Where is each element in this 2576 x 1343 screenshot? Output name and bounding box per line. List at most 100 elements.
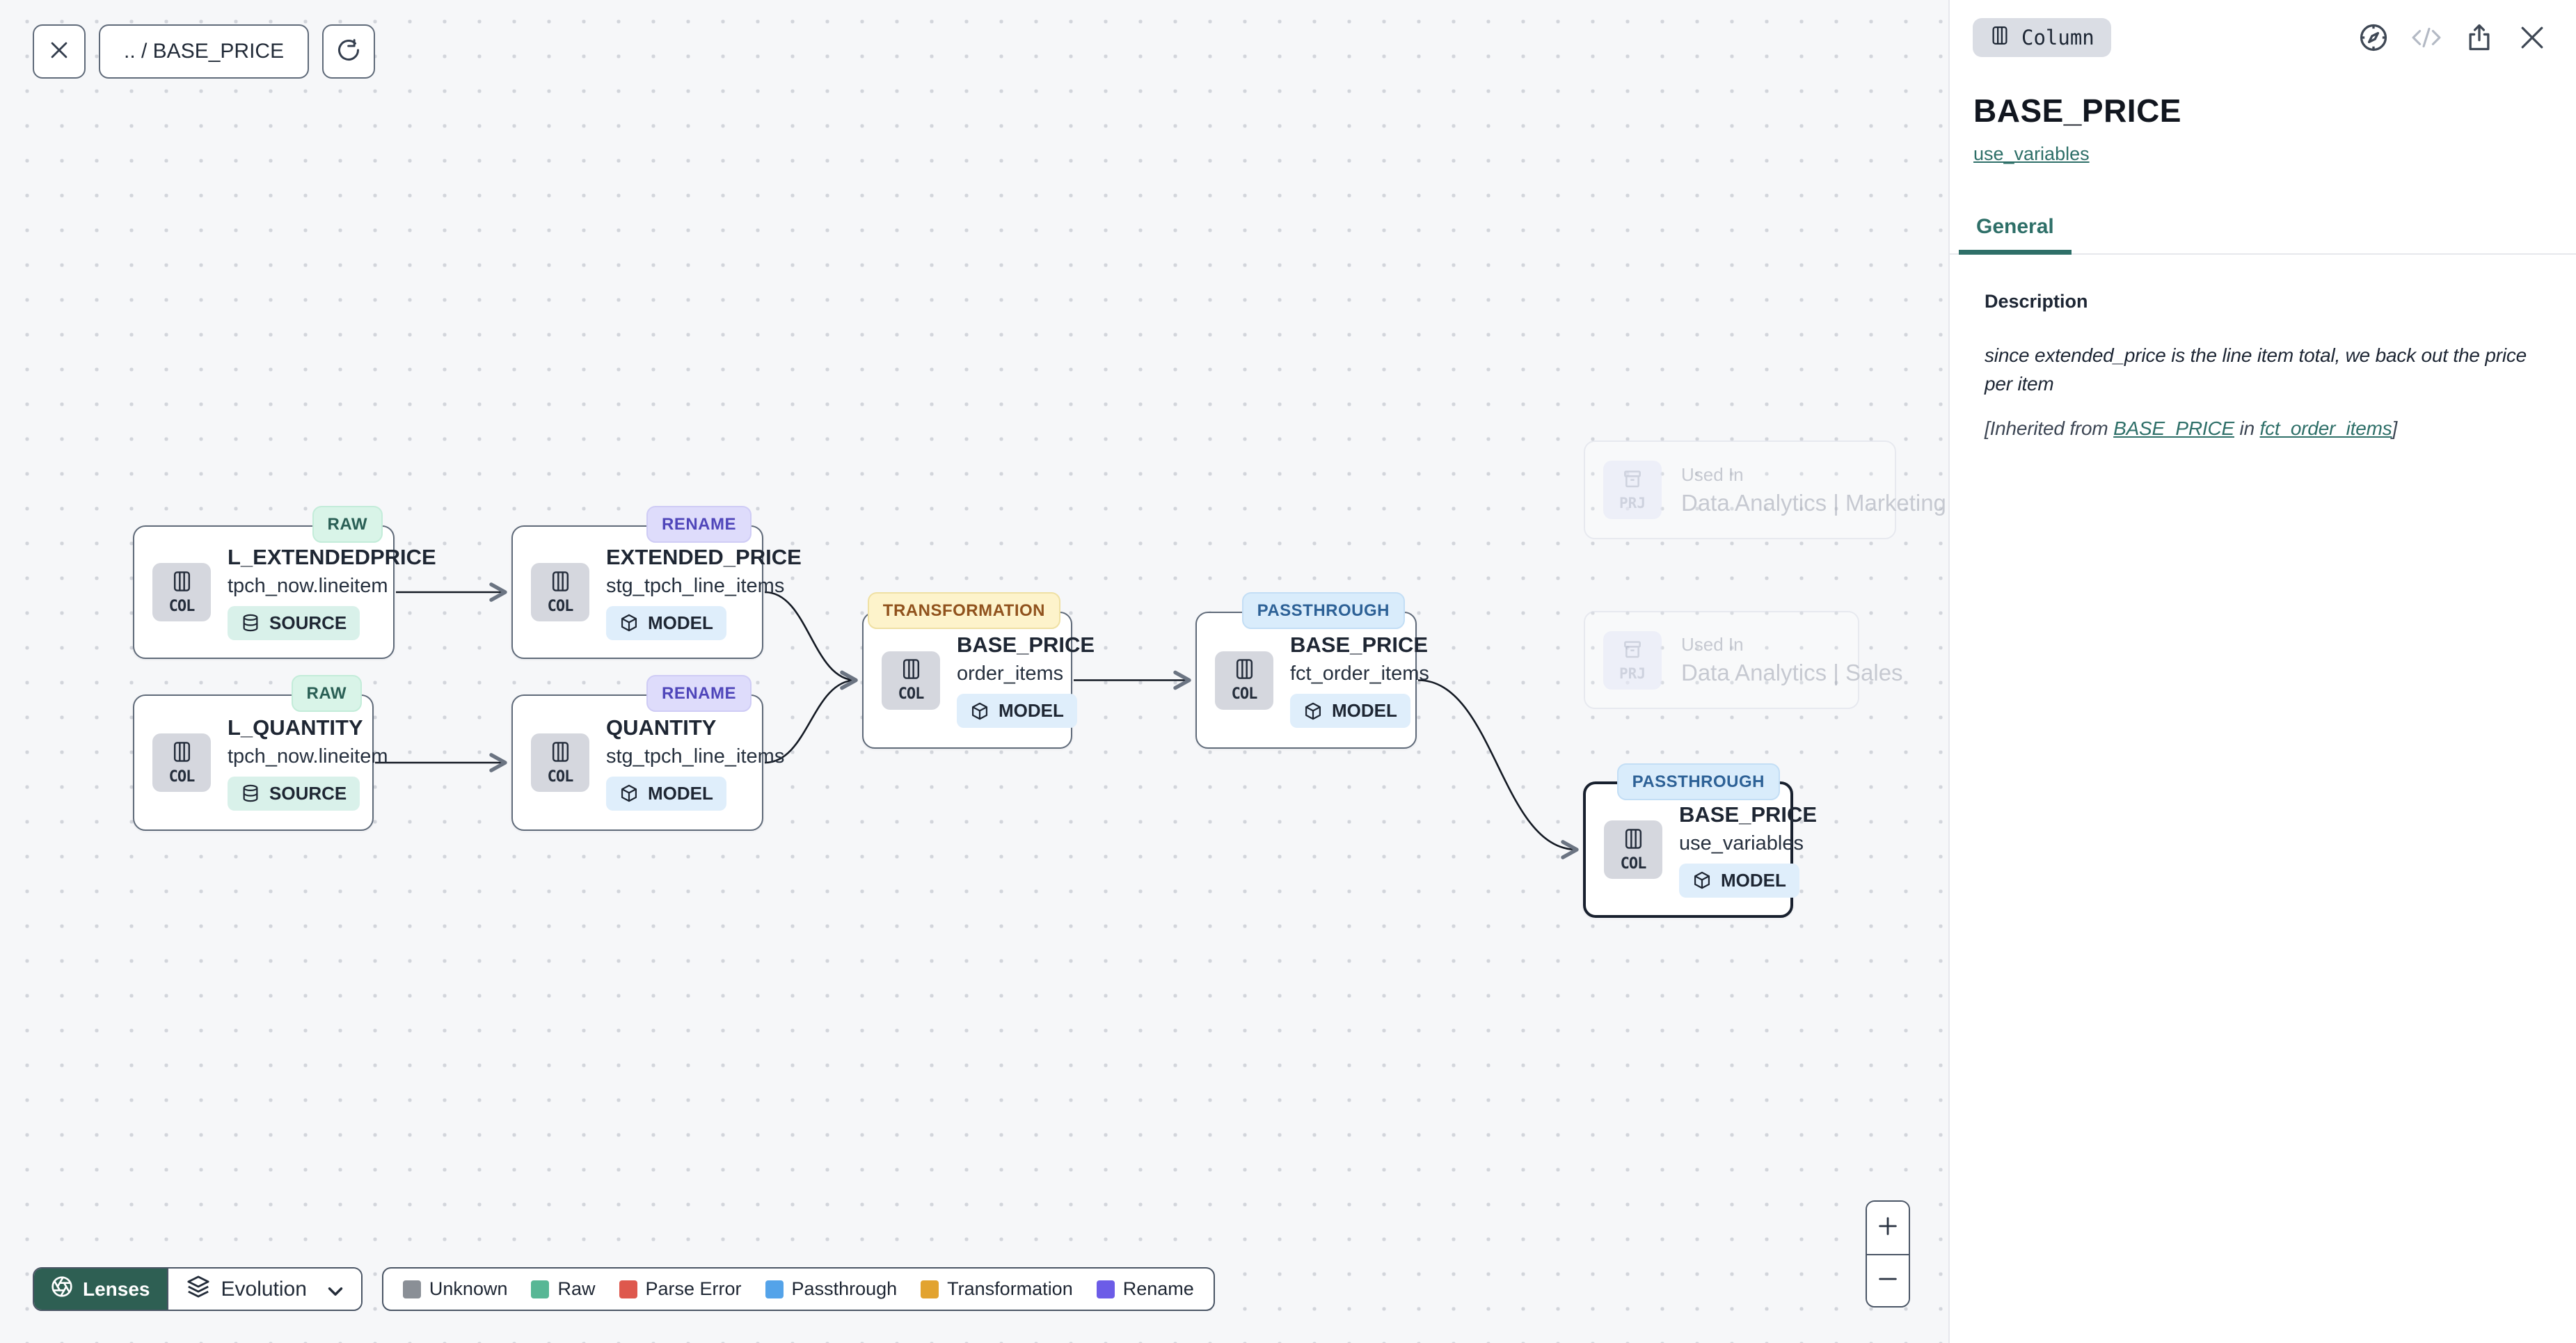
zoom-in-button[interactable] bbox=[1867, 1202, 1909, 1254]
node-kind-label: SOURCE bbox=[269, 782, 347, 804]
column-icon bbox=[1989, 25, 2010, 51]
page-title: BASE_PRICE bbox=[1973, 93, 2181, 129]
column-type-label: COL bbox=[547, 768, 574, 786]
column-type-box: COL bbox=[531, 733, 589, 792]
column-icon bbox=[1233, 658, 1256, 684]
edge-type-badge: RAW bbox=[291, 675, 362, 712]
node-subtitle: order_items bbox=[957, 662, 1064, 685]
detail-panel: Column BASE_PRICE use_variables bbox=[1948, 0, 2576, 1343]
zoom-out-button[interactable] bbox=[1867, 1254, 1909, 1306]
node-title: BASE_PRICE bbox=[1290, 633, 1429, 657]
node-kind-badge: MODEL bbox=[957, 694, 1077, 728]
legend-swatch bbox=[619, 1280, 637, 1298]
node-subtitle: stg_tpch_line_items bbox=[606, 574, 785, 597]
entity-type-badge: Column bbox=[1973, 18, 2111, 57]
project-type-label: PRJ bbox=[1619, 665, 1646, 682]
entity-type-label: Column bbox=[2021, 26, 2094, 49]
node-title: BASE_PRICE bbox=[1679, 802, 1818, 827]
legend-swatch bbox=[921, 1280, 939, 1298]
layers-icon bbox=[186, 1275, 210, 1304]
tab-general[interactable]: General bbox=[1959, 215, 2072, 255]
legend-label: Passthrough bbox=[791, 1278, 898, 1299]
inherited-model-link[interactable]: fct_order_items bbox=[2259, 418, 2392, 440]
plus-icon bbox=[1876, 1214, 1900, 1241]
inherited-column-link[interactable]: BASE_PRICE bbox=[2113, 418, 2234, 440]
legend-label: Raw bbox=[557, 1278, 596, 1299]
column-type-box: COL bbox=[531, 563, 589, 621]
project-type-box: PRJ bbox=[1603, 630, 1662, 690]
lens-selector[interactable]: Evolution bbox=[166, 1269, 361, 1310]
edge-type-badge: PASSTHROUGH bbox=[1241, 592, 1405, 629]
aperture-icon bbox=[51, 1276, 73, 1303]
node-kind-badge: MODEL bbox=[606, 776, 726, 811]
lenses-button[interactable]: Lenses bbox=[34, 1269, 167, 1310]
project-type-box: PRJ bbox=[1603, 461, 1662, 519]
code-icon[interactable] bbox=[2410, 22, 2442, 54]
node-subtitle: tpch_now.lineitem bbox=[228, 574, 388, 597]
column-type-label: COL bbox=[168, 768, 196, 786]
edge-type-badge: RENAME bbox=[646, 506, 752, 543]
legend-swatch bbox=[402, 1280, 421, 1298]
database-icon bbox=[241, 784, 260, 803]
legend-label: Unknown bbox=[429, 1278, 508, 1299]
column-type-label: COL bbox=[547, 597, 574, 615]
node-title: QUANTITY bbox=[606, 715, 717, 740]
column-type-label: COL bbox=[168, 597, 196, 615]
project-type-label: PRJ bbox=[1619, 495, 1646, 511]
column-type-box: COL bbox=[882, 651, 940, 710]
compass-icon[interactable] bbox=[2358, 22, 2390, 54]
legend-swatch bbox=[531, 1280, 550, 1298]
node-kind-label: MODEL bbox=[648, 612, 713, 633]
node-kind-label: SOURCE bbox=[269, 612, 347, 633]
node-kind-badge: SOURCE bbox=[228, 776, 360, 811]
refresh-button[interactable] bbox=[322, 24, 376, 79]
breadcrumb[interactable]: .. / BASE_PRICE bbox=[99, 24, 310, 79]
edge-type-badge: RAW bbox=[312, 506, 383, 543]
panel-content: Description since extended_price is the … bbox=[1950, 255, 2576, 440]
refresh-icon bbox=[336, 38, 361, 66]
used-in-value: Data Analytics | Marketing bbox=[1681, 489, 1946, 516]
column-type-box: COL bbox=[152, 563, 211, 621]
panel-tabs: General bbox=[1950, 215, 2576, 255]
minus-icon bbox=[1876, 1267, 1900, 1294]
share-icon[interactable] bbox=[2463, 22, 2495, 54]
cube-icon bbox=[1692, 871, 1712, 890]
selected-lens-label: Evolution bbox=[221, 1277, 307, 1301]
node-kind-label: MODEL bbox=[1332, 700, 1397, 721]
used-in-label: Used In bbox=[1681, 634, 1744, 655]
inherited-suffix: ] bbox=[2392, 418, 2398, 440]
legend-swatch bbox=[765, 1280, 784, 1298]
column-type-label: COL bbox=[1620, 855, 1647, 873]
node-subtitle: tpch_now.lineitem bbox=[228, 745, 388, 768]
node-subtitle: fct_order_items bbox=[1290, 662, 1429, 685]
column-type-label: COL bbox=[1231, 685, 1258, 703]
database-icon bbox=[241, 613, 260, 633]
lenses-button-label: Lenses bbox=[83, 1278, 150, 1300]
model-link[interactable]: use_variables bbox=[1973, 143, 2090, 164]
node-kind-label: MODEL bbox=[1721, 869, 1786, 891]
close-icon[interactable] bbox=[2516, 22, 2548, 54]
description-body: since extended_price is the line item to… bbox=[1985, 344, 2527, 395]
lens-control: Lenses Evolution bbox=[33, 1267, 363, 1311]
close-lineage-button[interactable] bbox=[33, 24, 86, 79]
node-subtitle: use_variables bbox=[1679, 832, 1804, 855]
legend-item-raw: Raw bbox=[531, 1278, 596, 1300]
